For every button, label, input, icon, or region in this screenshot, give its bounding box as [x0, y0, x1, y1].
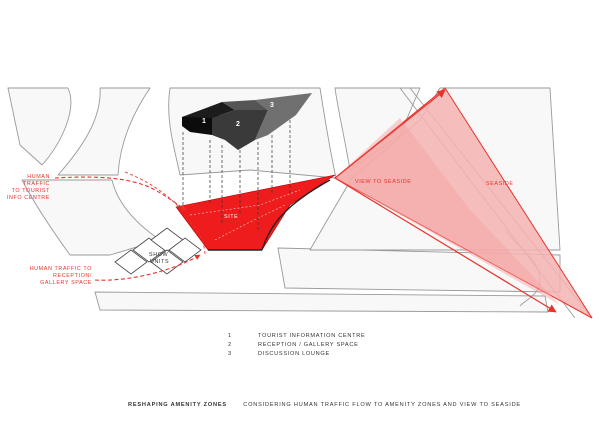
caption-text: CONSIDERING HUMAN TRAFFIC FLOW TO AMENIT…: [243, 402, 521, 408]
label-site: SITE: [224, 214, 238, 220]
site-edge: [261, 179, 331, 251]
show-units: [114, 227, 202, 275]
svg-text:HUMAN TRAFFIC TO: HUMAN TRAFFIC TO: [30, 266, 92, 272]
legend-item: 2 RECEPTION / GALLERY SPACE: [228, 341, 359, 348]
label-show-units: SHOW UNITS: [149, 252, 169, 265]
svg-text:GALLERY SPACE: GALLERY SPACE: [40, 280, 92, 286]
view-cone-inner: [335, 118, 560, 305]
site-area: [175, 174, 336, 251]
legend: 1 TOURIST INFORMATION CENTRE 2 RECEPTION…: [228, 332, 365, 358]
svg-text:INFO CENTRE: INFO CENTRE: [7, 195, 50, 201]
volume-1-top: [182, 102, 235, 118]
volume-3: [255, 93, 312, 140]
traffic-arrow-info-centre-2: [124, 171, 179, 207]
parcel-northwest: [57, 87, 151, 176]
view-cone: [334, 87, 593, 319]
volume-2: [212, 110, 268, 150]
legend-item: 1 TOURIST INFORMATION CENTRE: [228, 333, 366, 339]
svg-text:HUMAN: HUMAN: [27, 174, 50, 180]
svg-text:TO TOURIST: TO TOURIST: [12, 188, 50, 194]
traffic-arrow-info-centre: [54, 176, 187, 211]
volume-label-2: 2: [236, 121, 240, 128]
legend-item: 3 DISCUSSION LOUNGE: [228, 350, 330, 357]
parcel-west: [7, 87, 72, 166]
svg-text:UNITS: UNITS: [150, 259, 169, 265]
traffic-arrow-reception-loop: [189, 221, 206, 256]
parcel-west-mid: [21, 179, 161, 256]
svg-text:TRAFFIC: TRAFFIC: [23, 181, 50, 187]
svg-text:SHOW: SHOW: [149, 252, 168, 258]
caption-title: RESHAPING AMENITY ZONES: [128, 402, 227, 408]
label-view-to-seaside: VIEW TO SEASIDE: [355, 179, 411, 185]
label-human-traffic-info: HUMAN TRAFFIC TO TOURIST INFO CENTRE: [7, 174, 50, 201]
label-seaside: SEASIDE: [486, 181, 514, 187]
view-arrow-north: [334, 89, 446, 179]
figure-caption: RESHAPING AMENITY ZONES CONSIDERING HUMA…: [128, 402, 521, 408]
view-arrow-south: [334, 177, 557, 313]
traffic-arrow-reception: [94, 254, 201, 281]
svg-text:RECEPTION/: RECEPTION/: [53, 273, 92, 279]
volume-3-top: [222, 100, 268, 110]
label-human-traffic-reception: HUMAN TRAFFIC TO RECEPTION/ GALLERY SPAC…: [30, 266, 92, 286]
building-volumes: 1 2 3: [182, 93, 312, 150]
volume-label-3: 3: [270, 102, 274, 109]
volume-label-1: 1: [202, 118, 206, 125]
parcel-south-strip: [94, 291, 549, 313]
